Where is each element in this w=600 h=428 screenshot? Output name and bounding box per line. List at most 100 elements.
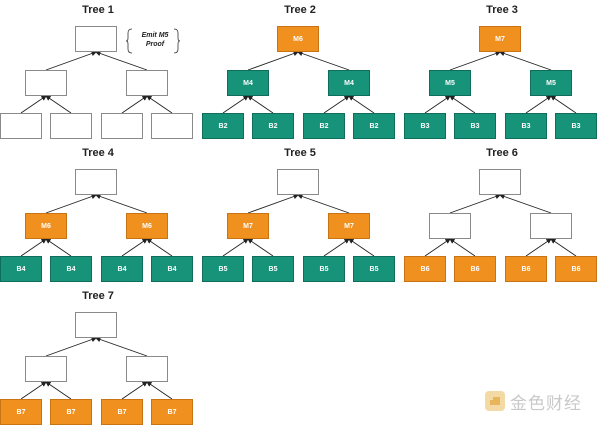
leaf-node: B2 bbox=[202, 113, 244, 139]
edge-right-root bbox=[95, 336, 148, 357]
leaf-node: B7 bbox=[50, 399, 92, 425]
tree-edges bbox=[424, 193, 577, 257]
inner-node bbox=[25, 356, 67, 382]
leaf-node: B3 bbox=[404, 113, 446, 139]
leaf-node: B5 bbox=[202, 256, 244, 282]
edge-leaf-1 bbox=[20, 381, 47, 400]
inner-node: M5 bbox=[429, 70, 471, 96]
edge-right-root bbox=[499, 50, 552, 71]
leaf-node: B6 bbox=[404, 256, 446, 282]
inner-node bbox=[429, 213, 471, 239]
inner-node: M4 bbox=[227, 70, 269, 96]
edge-leaf-2 bbox=[45, 95, 72, 114]
root-node: M6 bbox=[277, 26, 319, 52]
leaf-node bbox=[101, 113, 143, 139]
edge-leaf-1 bbox=[20, 95, 47, 114]
edge-leaf-2 bbox=[45, 381, 72, 400]
edge-leaf-4 bbox=[550, 238, 577, 257]
leaf-node: B2 bbox=[353, 113, 395, 139]
edge-left-root bbox=[45, 50, 97, 71]
edge-leaf-3 bbox=[525, 95, 552, 114]
edge-right-root bbox=[95, 50, 148, 71]
leaf-node: B4 bbox=[50, 256, 92, 282]
edge-leaf-4 bbox=[550, 95, 577, 114]
inner-node bbox=[25, 70, 67, 96]
inner-node bbox=[126, 70, 168, 96]
leaf-node: B7 bbox=[151, 399, 193, 425]
edge-leaf-3 bbox=[121, 381, 148, 400]
edge-leaf-1 bbox=[20, 238, 47, 257]
leaf-node: B3 bbox=[505, 113, 547, 139]
leaf-node bbox=[151, 113, 193, 139]
root-node bbox=[277, 169, 319, 195]
tree-edges bbox=[20, 336, 173, 400]
edge-right-root bbox=[297, 50, 350, 71]
root-node bbox=[479, 169, 521, 195]
leaf-node: B2 bbox=[252, 113, 294, 139]
edge-leaf-2 bbox=[45, 238, 72, 257]
edge-right-root bbox=[499, 193, 552, 214]
proof-note: Emit M5 Proof bbox=[125, 28, 181, 54]
tree-title: Tree 6 bbox=[486, 147, 518, 159]
tree-edges bbox=[20, 193, 173, 257]
edge-leaf-2 bbox=[247, 238, 274, 257]
edge-leaf-3 bbox=[121, 238, 148, 257]
inner-node bbox=[126, 356, 168, 382]
proof-note-text: Emit M5 Proof bbox=[141, 32, 169, 48]
edge-right-root bbox=[297, 193, 350, 214]
edge-left-root bbox=[449, 50, 501, 71]
inner-node: M6 bbox=[126, 213, 168, 239]
edge-left-root bbox=[449, 193, 501, 214]
leaf-node: B4 bbox=[101, 256, 143, 282]
edge-leaf-3 bbox=[323, 95, 350, 114]
leaf-node: B6 bbox=[555, 256, 597, 282]
leaf-node: B4 bbox=[151, 256, 193, 282]
edge-leaf-1 bbox=[424, 238, 451, 257]
root-node bbox=[75, 169, 117, 195]
tree-edges bbox=[222, 50, 375, 114]
edge-left-root bbox=[45, 336, 97, 357]
tree-title: Tree 7 bbox=[82, 290, 114, 302]
edge-leaf-3 bbox=[121, 95, 148, 114]
tree-edges bbox=[424, 50, 577, 114]
inner-node: M7 bbox=[328, 213, 370, 239]
edge-leaf-4 bbox=[146, 381, 173, 400]
edge-left-root bbox=[247, 50, 299, 71]
leaf-node: B3 bbox=[454, 113, 496, 139]
tree-1: Tree 1 Emit M5 Proof bbox=[0, 4, 196, 142]
leaf-node: B3 bbox=[555, 113, 597, 139]
root-node bbox=[75, 312, 117, 338]
leaf-node: B5 bbox=[252, 256, 294, 282]
tree-title: Tree 4 bbox=[82, 147, 114, 159]
tree-edges bbox=[20, 50, 173, 114]
edge-leaf-1 bbox=[424, 95, 451, 114]
watermark: 金色财经 bbox=[484, 388, 594, 414]
tree-title: Tree 3 bbox=[486, 4, 518, 16]
leaf-node bbox=[0, 113, 42, 139]
edge-leaf-1 bbox=[222, 95, 249, 114]
edge-leaf-4 bbox=[348, 238, 375, 257]
edge-leaf-3 bbox=[323, 238, 350, 257]
edge-leaf-2 bbox=[247, 95, 274, 114]
tree-edges bbox=[222, 193, 375, 257]
edge-leaf-2 bbox=[449, 95, 476, 114]
watermark-text: 金色财经 bbox=[510, 393, 582, 414]
edge-leaf-3 bbox=[525, 238, 552, 257]
tree-title: Tree 1 bbox=[82, 4, 114, 16]
leaf-node: B2 bbox=[303, 113, 345, 139]
edge-leaf-2 bbox=[449, 238, 476, 257]
leaf-node: B5 bbox=[303, 256, 345, 282]
edge-left-root bbox=[247, 193, 299, 214]
inner-node bbox=[530, 213, 572, 239]
leaf-node: B5 bbox=[353, 256, 395, 282]
root-node bbox=[75, 26, 117, 52]
edge-leaf-4 bbox=[348, 95, 375, 114]
tree-title: Tree 2 bbox=[284, 4, 316, 16]
leaf-node: B7 bbox=[0, 399, 42, 425]
